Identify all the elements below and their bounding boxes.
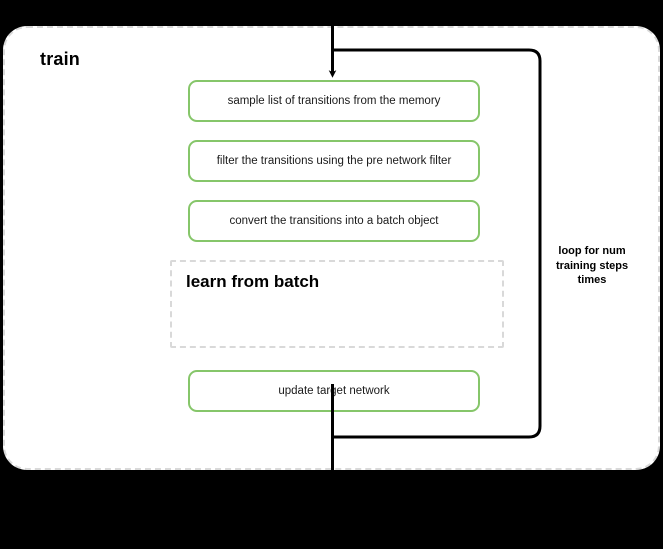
process-box-convert-transitions[interactable]: convert the transitions into a batch obj… — [188, 200, 480, 242]
page-title: train — [40, 49, 81, 69]
loop-label-line-3: times — [577, 274, 607, 286]
learn-from-batch-title: learn from batch — [186, 272, 320, 291]
process-box-filter-transitions[interactable]: filter the transitions using the pre net… — [188, 140, 480, 182]
train-container: train sample list of transitions from th… — [3, 26, 660, 470]
loop-label: loop for num training steps times — [545, 244, 639, 288]
process-box-update-target-network[interactable]: update target network — [188, 370, 480, 412]
process-box-label: convert the transitions into a batch obj… — [229, 215, 439, 227]
process-box-sample-transitions[interactable]: sample list of transitions from the memo… — [188, 80, 480, 122]
process-box-label: filter the transitions using the pre net… — [216, 155, 452, 167]
learn-from-batch-group[interactable]: learn from batch — [170, 260, 504, 348]
process-box-label: update target network — [278, 385, 390, 397]
loop-label-line-2: training steps — [555, 259, 629, 272]
loop-label-line-1: loop for num — [558, 245, 626, 257]
process-box-label: sample list of transitions from the memo… — [227, 95, 441, 107]
